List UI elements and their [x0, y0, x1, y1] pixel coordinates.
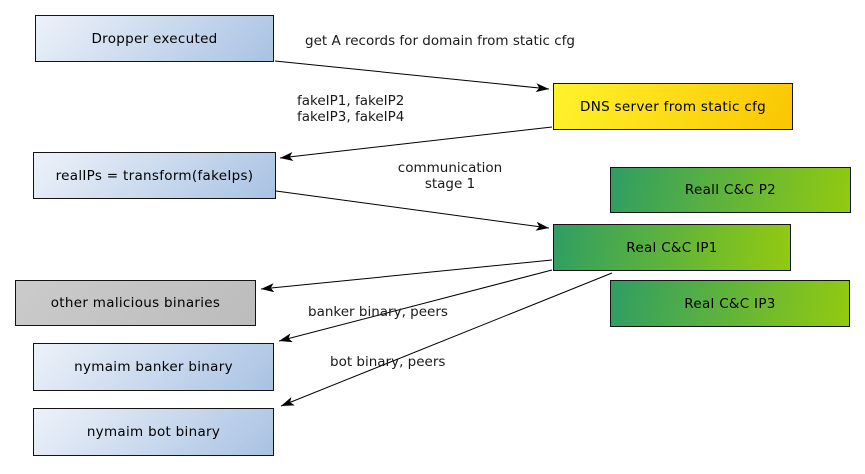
arrow-ccip1-to-bot [280, 272, 613, 407]
node-realips-transform: realIPs = transform(fakeIps) [33, 152, 276, 199]
node-nymaim-bot-binary: nymaim bot binary [33, 408, 274, 456]
edge-label-banker-binary-peers: banker binary, peers [308, 304, 448, 320]
arrow-realips-to-ccip1 [275, 190, 550, 231]
edge-label-communication-line1: communication [397, 160, 503, 176]
arrow-dropper-to-dns [274, 60, 550, 93]
edge-label-communication-line2: stage 1 [424, 176, 476, 192]
edge-label-communication-stage1: communication stage 1 [388, 160, 512, 192]
arrow-dns-to-realips [279, 126, 553, 161]
node-real-cc-ip3: Real C&C IP3 [610, 280, 850, 327]
node-dns-server: DNS server from static cfg [553, 83, 793, 130]
node-other-malicious-binaries: other malicious binaries [15, 280, 256, 326]
edge-label-fake-ips-line1: fakeIP1, fakeIP2 [297, 93, 405, 109]
node-real-cc-p2: Reall C&C P2 [610, 167, 851, 213]
node-nymaim-banker-binary: nymaim banker binary [33, 343, 274, 391]
edge-label-fake-ips: fakeIP1, fakeIP2 fakeIP3, fakeIP4 [297, 93, 404, 125]
edge-label-fake-ips-line2: fakeIP3, fakeIP4 [297, 109, 405, 125]
node-real-cc-ip1: Real C&C IP1 [553, 224, 791, 271]
node-dropper-executed: Dropper executed [35, 15, 274, 62]
edge-label-bot-binary-peers: bot binary, peers [330, 354, 446, 370]
edge-label-get-a-records: get A records for domain from static cfg [305, 33, 575, 49]
arrow-ccip1-to-other [260, 259, 553, 293]
